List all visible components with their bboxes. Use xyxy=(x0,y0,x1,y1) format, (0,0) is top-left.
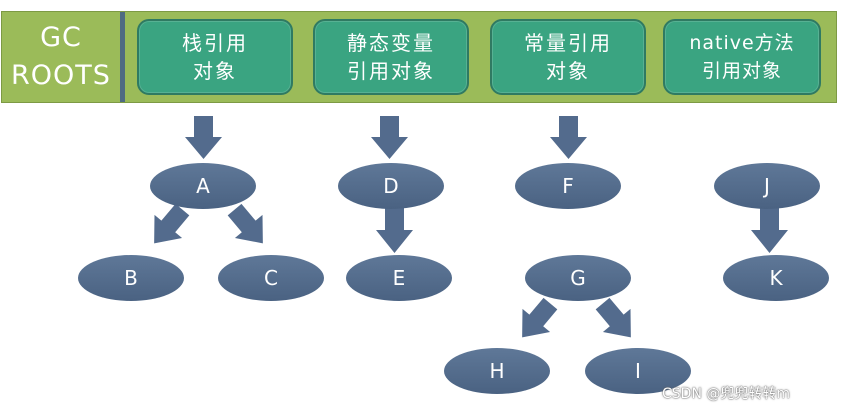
arrow-a-to-c xyxy=(227,203,263,244)
arrow-g-to-i xyxy=(595,297,631,338)
root-stack-reference-line1: 栈引用 xyxy=(182,31,248,55)
node-k: K xyxy=(723,255,829,301)
root-constant-reference-line1: 常量引用 xyxy=(524,31,612,55)
node-j-label: J xyxy=(762,174,770,198)
node-g: G xyxy=(525,255,631,301)
node-f-label: F xyxy=(562,174,574,198)
node-k-label: K xyxy=(769,266,783,290)
node-d-label: D xyxy=(383,174,398,198)
gc-roots-label-line2: ROOTS xyxy=(11,60,111,91)
node-f: F xyxy=(515,163,621,209)
node-c: C xyxy=(218,255,324,301)
node-e-label: E xyxy=(393,266,406,290)
node-c-label: C xyxy=(264,266,278,290)
node-a: A xyxy=(150,163,256,209)
node-b: B xyxy=(78,255,184,301)
gc-roots-label: GC ROOTS xyxy=(2,12,120,102)
root-stack-reference-line2: 对象 xyxy=(193,59,237,83)
arrow-j-to-k xyxy=(751,208,788,253)
root-static-variable-reference: 静态变量 引用对象 xyxy=(313,19,469,95)
arrow-root2-to-d xyxy=(371,116,408,159)
root-constant-reference-line2: 对象 xyxy=(546,59,590,83)
node-d: D xyxy=(338,163,444,209)
root-static-variable-line1: 静态变量 xyxy=(347,31,435,55)
root-native-method-line1: native方法 xyxy=(689,32,795,54)
root-native-method-reference: native方法 引用对象 xyxy=(663,19,821,95)
root-native-method-line2: 引用对象 xyxy=(701,60,782,82)
node-h: H xyxy=(444,348,550,394)
arrow-d-to-e xyxy=(376,208,413,253)
node-b-label: B xyxy=(124,266,138,290)
root-stack-reference: 栈引用 对象 xyxy=(137,19,293,95)
node-i-label: I xyxy=(635,359,641,383)
arrow-g-to-h xyxy=(522,297,558,338)
gc-roots-banner: GC ROOTS 栈引用 对象 静态变量 引用对象 常量引用 对象 native… xyxy=(1,11,837,103)
arrow-a-to-b xyxy=(154,203,190,244)
node-g-label: G xyxy=(570,266,586,290)
arrow-root1-to-a xyxy=(185,116,222,159)
node-h-label: H xyxy=(489,359,504,383)
gc-roots-label-line1: GC xyxy=(40,22,82,53)
arrow-root3-to-f xyxy=(550,116,587,159)
node-j: J xyxy=(714,163,820,209)
root-static-variable-line2: 引用对象 xyxy=(347,59,435,83)
node-a-label: A xyxy=(196,174,210,198)
root-constant-reference: 常量引用 对象 xyxy=(490,19,646,95)
csdn-watermark: CSDN @兜兜转转m xyxy=(662,386,791,402)
node-i: I xyxy=(585,348,691,394)
banner-divider xyxy=(120,12,125,102)
node-e: E xyxy=(346,255,452,301)
